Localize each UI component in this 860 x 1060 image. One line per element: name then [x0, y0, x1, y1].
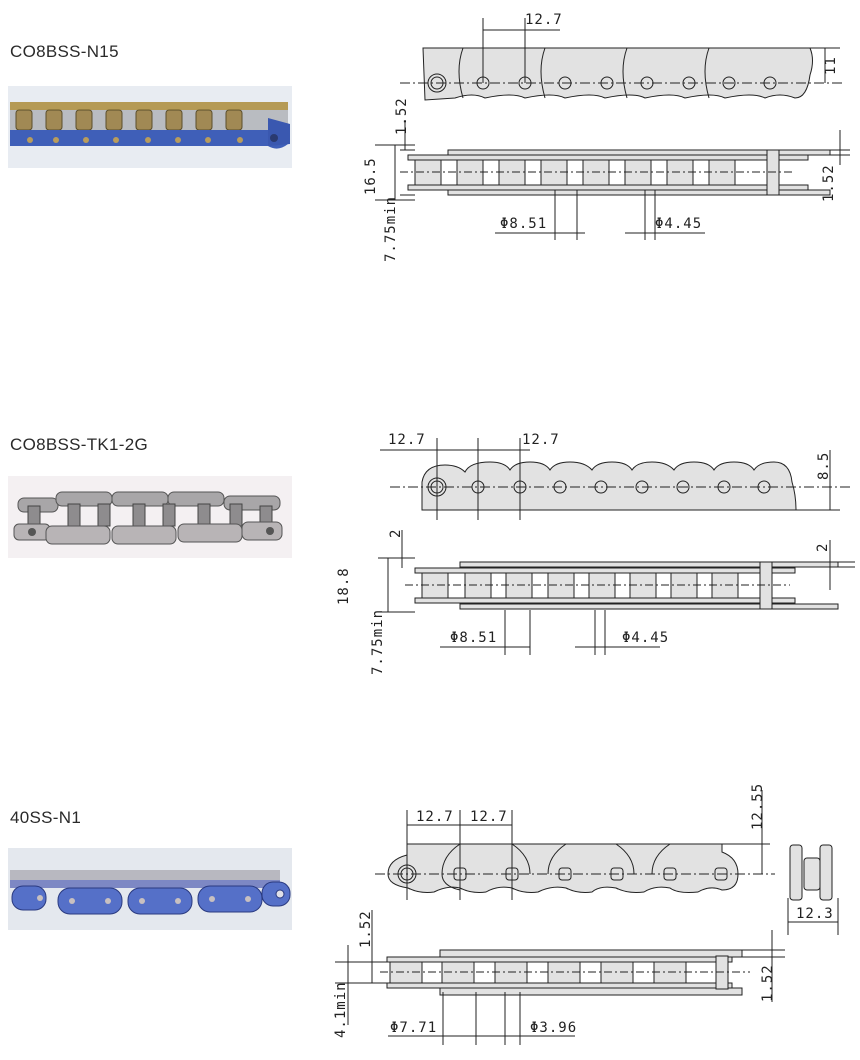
dim-pitch-right: 12.7	[522, 432, 560, 448]
dim-plate-thickness-left: 1.52	[358, 910, 374, 948]
dim-pitch-left: 12.7	[388, 432, 426, 448]
product-photo-chain	[8, 86, 292, 168]
dim-plate-thickness-right: 2	[815, 543, 831, 552]
product-section-40ss-n1: 40SS-N1	[0, 770, 860, 1060]
dim-plate-thickness-left: 2	[388, 529, 404, 538]
dim-plate-height: 8.5	[816, 452, 832, 480]
dim-overall-width: 16.5	[363, 157, 379, 195]
dim-pin-diameter: Φ4.45	[622, 630, 669, 646]
product-section-co8bss-tk1-2g: CO8BSS-TK1-2G	[0, 420, 860, 690]
dim-pin-diameter: Φ3.96	[530, 1020, 577, 1036]
dim-inner-width: 7.75min	[383, 196, 399, 262]
dim-pin-diameter: Φ4.45	[655, 216, 702, 232]
dim-inner-width: 7.75min	[370, 609, 386, 675]
dim-roller-diameter: Φ8.51	[500, 216, 547, 232]
dim-pitch-right: 12.7	[470, 809, 508, 825]
product-photo-chain	[8, 476, 292, 558]
dim-plate-thickness-right: 1.52	[821, 164, 837, 202]
technical-drawing: 12.7 11 1.52 16.5 7.75min 1.52 Φ8.51 Φ4.…	[363, 12, 850, 262]
product-photo-chain	[8, 848, 292, 930]
dim-pitch-left: 12.7	[416, 809, 454, 825]
dim-plate-height: 12.55	[750, 783, 766, 830]
product-title: 40SS-N1	[10, 808, 82, 827]
technical-drawing: 12.7 12.7 8.5 2 18.8 7.75min 2 Φ8.51 Φ4.…	[336, 432, 855, 675]
dim-plate-thickness-top: 1.52	[394, 97, 410, 135]
product-title: CO8BSS-TK1-2G	[10, 435, 149, 454]
dim-plate-height: 11	[823, 56, 839, 75]
dim-pitch: 12.7	[525, 12, 563, 28]
dim-roller-diameter: Φ8.51	[450, 630, 497, 646]
dim-end-view-width: 12.3	[796, 906, 834, 922]
dim-plate-thickness-right: 1.52	[760, 964, 776, 1002]
technical-drawing: 12.7 12.7 12.55 12.3 1.52 4.1min 1.52 Φ7…	[333, 783, 839, 1045]
dim-overall-width: 18.8	[336, 567, 352, 605]
dim-inner-width: 4.1min	[333, 981, 349, 1038]
product-section-co8bss-n15: CO8BSS-N15	[0, 0, 860, 300]
dim-roller-diameter: Φ7.71	[390, 1020, 437, 1036]
product-title: CO8BSS-N15	[10, 42, 119, 61]
